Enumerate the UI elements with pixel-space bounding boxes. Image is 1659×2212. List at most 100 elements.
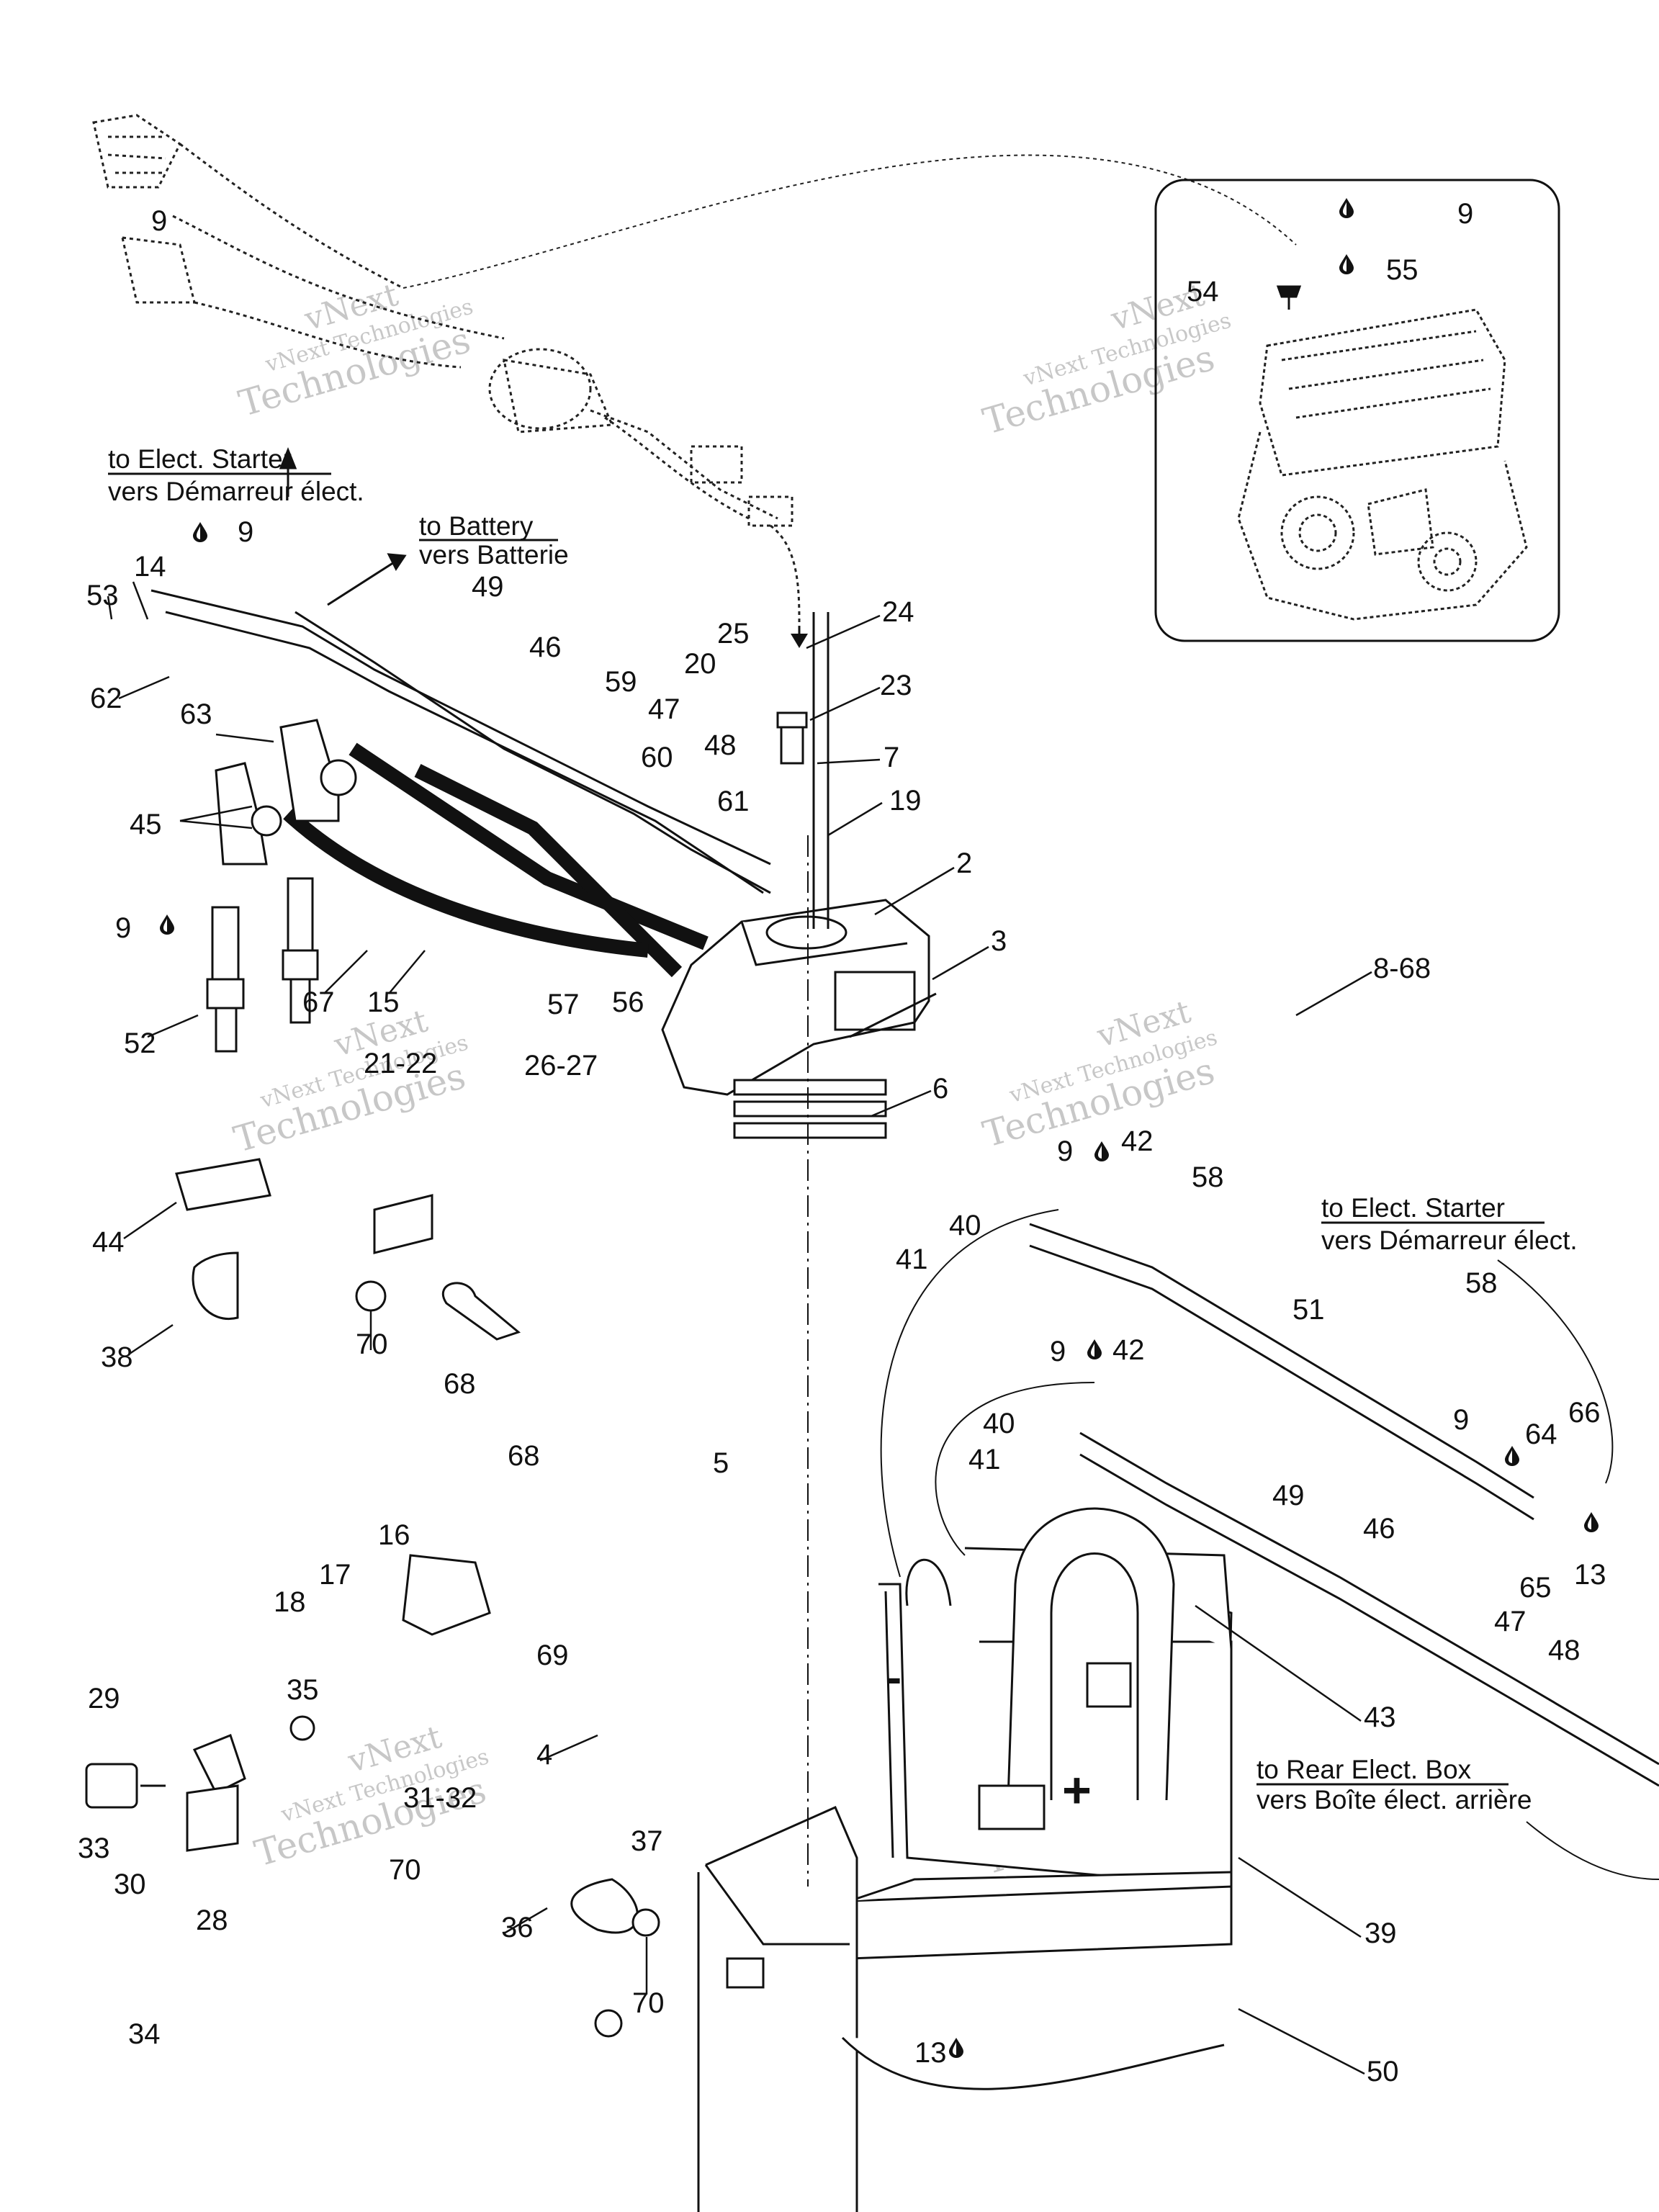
callout-40: 40 [949, 1210, 981, 1241]
svg-text:vers Boîte élect. arrière: vers Boîte élect. arrière [1256, 1785, 1532, 1815]
callout-28: 28 [196, 1905, 228, 1936]
callout-48: 48 [1548, 1635, 1581, 1666]
battery-terminal-marks: - + [887, 1653, 1092, 1818]
callout-53: 53 [86, 580, 119, 611]
callout-24: 24 [882, 596, 914, 628]
callout-50: 50 [1367, 2056, 1399, 2087]
callout-2: 2 [956, 848, 972, 879]
leader-lines [107, 581, 1372, 2075]
callout-39: 39 [1364, 1917, 1397, 1949]
callout-58: 58 [1192, 1161, 1224, 1193]
callout-5: 5 [713, 1447, 729, 1479]
callout-63: 63 [180, 698, 212, 730]
callout-62: 62 [90, 683, 122, 714]
callout-51: 51 [1292, 1294, 1325, 1326]
callout-68: 68 [508, 1440, 540, 1472]
callout-26-27: 26-27 [524, 1050, 598, 1082]
callout-20: 20 [684, 648, 716, 680]
callout-70: 70 [632, 1987, 665, 2019]
callout-16: 16 [378, 1519, 410, 1551]
callout-9: 9 [1057, 1136, 1073, 1167]
callout-4: 4 [536, 1739, 552, 1771]
callout-21-22: 21-22 [364, 1048, 437, 1079]
callout-47: 47 [648, 693, 680, 725]
callout-9: 9 [151, 205, 167, 237]
svg-text:vers Démarreur élect.: vers Démarreur élect. [108, 477, 364, 506]
svg-text:to Rear Elect. Box: to Rear Elect. Box [1256, 1755, 1472, 1784]
callout-31-32: 31-32 [403, 1782, 477, 1814]
callout-38: 38 [101, 1341, 133, 1373]
callout-34: 34 [128, 2018, 161, 2050]
ignition-coil-housing [661, 612, 937, 1096]
callout-67: 67 [302, 986, 335, 1018]
callout-30: 30 [114, 1869, 146, 1900]
callout-46: 46 [1363, 1513, 1395, 1545]
dest-battery: to Battery vers Batterie [327, 511, 569, 606]
svg-text:-: - [887, 1653, 902, 1701]
callout-40: 40 [983, 1408, 1015, 1439]
battery-tray [697, 1806, 1233, 2212]
callout-36: 36 [501, 1912, 534, 1943]
callout-29: 29 [88, 1683, 120, 1714]
watermark-4: vNext vNext Technologies Technologies [979, 993, 1220, 1155]
svg-text:vers Batterie: vers Batterie [419, 540, 569, 570]
callout-45: 45 [130, 809, 162, 840]
callout-9: 9 [1050, 1336, 1066, 1367]
destination-labels: to Elect. Starter vers Démarreur élect. … [108, 444, 1578, 1815]
callout-55: 55 [1386, 254, 1419, 286]
callout-60: 60 [641, 742, 673, 773]
svg-text:to Battery: to Battery [419, 511, 534, 541]
callout-54: 54 [1187, 276, 1219, 307]
callout-9: 9 [115, 912, 131, 944]
callout-19: 19 [889, 785, 922, 817]
callout-46: 46 [529, 631, 562, 663]
small-parts-left [175, 1158, 660, 1937]
callout-35: 35 [287, 1674, 319, 1706]
watermark-3: vNext vNext Technologies Technologies [229, 1002, 471, 1161]
callout-6: 6 [932, 1073, 948, 1105]
callout-57: 57 [547, 989, 580, 1020]
callout-23: 23 [880, 670, 912, 701]
callout-9: 9 [1457, 198, 1473, 230]
callout-37: 37 [631, 1825, 663, 1857]
callout-8-68: 8-68 [1373, 953, 1431, 984]
callout-41: 41 [896, 1244, 928, 1275]
callout-68: 68 [444, 1368, 476, 1400]
engine-inset [1154, 179, 1560, 642]
right-cables [880, 1209, 1659, 1880]
callout-9: 9 [238, 516, 253, 548]
callout-66: 66 [1568, 1397, 1601, 1429]
svg-text:to Elect. Starter: to Elect. Starter [108, 444, 292, 474]
dest-starter-right: to Elect. Starter vers Démarreur élect. [1321, 1193, 1578, 1255]
callout-41: 41 [968, 1444, 1001, 1475]
switch-and-regulator [85, 1554, 623, 2038]
callout-13: 13 [914, 2037, 947, 2069]
harness-arrow-head [791, 634, 808, 648]
dest-starter-left: to Elect. Starter vers Démarreur élect. [108, 444, 364, 506]
callout-65: 65 [1519, 1572, 1552, 1604]
callout-64: 64 [1525, 1419, 1557, 1450]
callout-61: 61 [717, 786, 750, 817]
plug-caps [215, 719, 357, 866]
callout-14: 14 [134, 551, 166, 583]
callout-9: 9 [1453, 1404, 1469, 1436]
callout-42: 42 [1112, 1334, 1145, 1366]
callout-17: 17 [319, 1559, 351, 1591]
dest-rear-box: to Rear Elect. Box vers Boîte élect. arr… [1256, 1755, 1532, 1815]
callout-48: 48 [704, 729, 737, 761]
watermark-1: vNext vNext Technologies Technologies [234, 276, 476, 425]
svg-text:+: + [1062, 1762, 1092, 1818]
callout-52: 52 [124, 1028, 156, 1059]
callout-3: 3 [991, 925, 1007, 957]
battery-strap-and-battery [878, 1507, 1233, 1946]
callout-18: 18 [274, 1586, 306, 1618]
callout-15: 15 [367, 986, 400, 1018]
callout-56: 56 [612, 986, 644, 1018]
callout-69: 69 [536, 1640, 569, 1671]
callout-49: 49 [1272, 1480, 1305, 1511]
callout-42: 42 [1121, 1125, 1154, 1157]
cables-and-hoses [150, 589, 771, 978]
callout-7: 7 [884, 742, 899, 773]
callouts: 2 3 4 5 6 7 8-68 9 9 9 9 9 9 9 13 13 14 … [78, 198, 1606, 2087]
